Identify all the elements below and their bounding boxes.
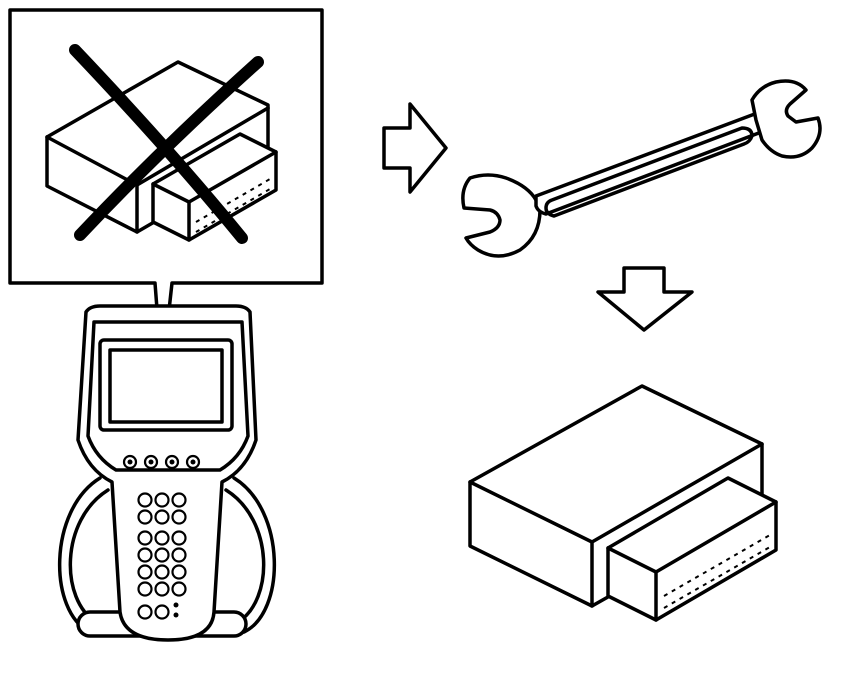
hollow-arrow-down-icon xyxy=(596,266,694,332)
handheld-scan-tool-icon xyxy=(57,304,277,642)
control-module-icon xyxy=(468,384,778,622)
hollow-arrow-right-icon xyxy=(382,102,448,194)
open-end-wrench-icon xyxy=(461,79,822,258)
control-module-crossed-out-icon xyxy=(45,44,278,244)
